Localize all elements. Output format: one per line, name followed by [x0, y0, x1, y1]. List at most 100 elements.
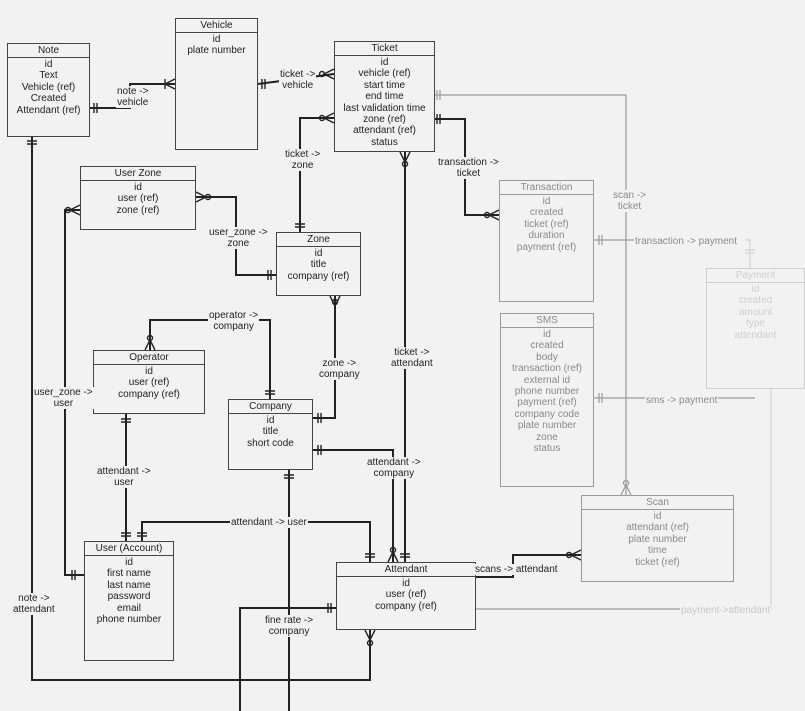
- entity-attribute: id: [134, 182, 142, 193]
- entity-attribute: Created: [30, 93, 67, 105]
- entity-attribute: title: [262, 426, 279, 438]
- entity-attribute: ticket (ref): [524, 218, 569, 230]
- label-payment-attendant: payment->attendant: [680, 605, 772, 616]
- entity-attribute: body: [536, 351, 558, 363]
- entity-attribute: ticket (ref): [635, 556, 680, 568]
- entity-attribute: attendant (ref): [353, 125, 416, 137]
- entity-attribute: last validation time: [343, 102, 426, 114]
- entity-attendant-title: Attendant: [337, 563, 475, 577]
- label-transaction-ticket: transaction -> ticket: [437, 157, 500, 179]
- entity-user-zone-title: User Zone: [81, 167, 195, 181]
- entity-attribute: time: [648, 545, 667, 557]
- entity-attribute: duration: [528, 230, 565, 242]
- entity-attribute: user (ref): [117, 193, 159, 205]
- entity-attribute: user (ref): [385, 589, 427, 601]
- entity-sms-title: SMS: [501, 314, 593, 328]
- entity-attribute: external id: [523, 374, 571, 386]
- entity-attribute: status: [371, 136, 398, 148]
- entity-attribute: id: [380, 57, 389, 68]
- entity-attribute: vehicle (ref): [358, 68, 411, 80]
- entity-attribute: phone number: [514, 386, 580, 398]
- entity-user-account-title: User (Account): [85, 542, 173, 556]
- entity-attribute: attendant: [734, 329, 777, 341]
- entity-attribute: id: [44, 59, 53, 70]
- entity-ticket-title: Ticket: [335, 42, 434, 56]
- entity-vehicle-title: Vehicle: [176, 19, 257, 33]
- entity-attribute: Attendant (ref): [16, 104, 81, 116]
- entity-attribute: Text: [39, 70, 58, 82]
- entity-attribute: id: [212, 34, 221, 45]
- entity-attribute: start time: [363, 79, 406, 91]
- label-operator-company: operator -> company: [208, 310, 260, 332]
- label-attendant-user-top: attendant -> user: [230, 517, 308, 528]
- entity-attribute: payment (ref): [517, 397, 577, 409]
- entity-attribute: id: [542, 196, 551, 207]
- label-attendant-user-left: attendant -> user: [96, 466, 152, 488]
- entity-attribute: password: [107, 591, 151, 603]
- entity-attribute: id: [266, 415, 275, 426]
- entity-attribute: id: [653, 511, 662, 522]
- entity-payment-title: Payment: [707, 269, 804, 283]
- entity-attribute: transaction (ref): [511, 363, 583, 375]
- label-attendant-company: attendant -> company: [366, 457, 422, 479]
- label-scans-attendant: scans -> attendant: [474, 564, 559, 575]
- entity-attribute: last name: [107, 579, 151, 591]
- entity-attribute: id: [125, 557, 133, 568]
- label-zone-company: zone -> company: [318, 358, 361, 380]
- entity-attribute: company (ref): [287, 270, 350, 282]
- entity-attribute: zone (ref): [116, 204, 160, 216]
- entity-note-title: Note: [8, 44, 89, 58]
- entity-attribute: plate number: [517, 420, 577, 432]
- entity-transaction-title: Transaction: [500, 181, 593, 195]
- entity-attribute: end time: [365, 91, 404, 103]
- entity-attribute: status: [533, 443, 561, 455]
- entity-attribute: id: [402, 578, 410, 589]
- entity-attribute: first name: [107, 568, 151, 580]
- entity-attribute: company code: [514, 408, 580, 420]
- label-note-vehicle: note -> vehicle: [116, 86, 150, 108]
- entity-attribute: email: [117, 602, 141, 614]
- entity-attribute: type: [746, 318, 765, 330]
- entity-attribute: company (ref): [375, 600, 437, 612]
- label-ticket-attendant: ticket -> attendant: [390, 347, 434, 369]
- entity-attribute: payment (ref): [516, 241, 577, 253]
- entity-attribute: zone: [536, 431, 558, 443]
- entity-attribute: id: [314, 248, 323, 259]
- label-user-zone-user: user_zone -> user: [33, 387, 94, 409]
- entity-company-title: Company: [229, 400, 312, 414]
- entity-attribute: user (ref): [128, 377, 170, 389]
- entity-attribute: plate number: [187, 45, 246, 57]
- label-ticket-vehicle: ticket -> vehicle: [279, 69, 317, 91]
- entity-zone-title: Zone: [277, 233, 360, 247]
- entity-attribute: short code: [247, 437, 294, 449]
- entity-attribute: title: [310, 259, 327, 271]
- label-transaction-payment: transaction -> payment: [634, 236, 738, 247]
- label-scan-ticket: scan -> ticket: [612, 190, 648, 212]
- entity-attribute: created: [529, 207, 564, 219]
- label-ticket-zone: ticket -> zone: [284, 149, 322, 171]
